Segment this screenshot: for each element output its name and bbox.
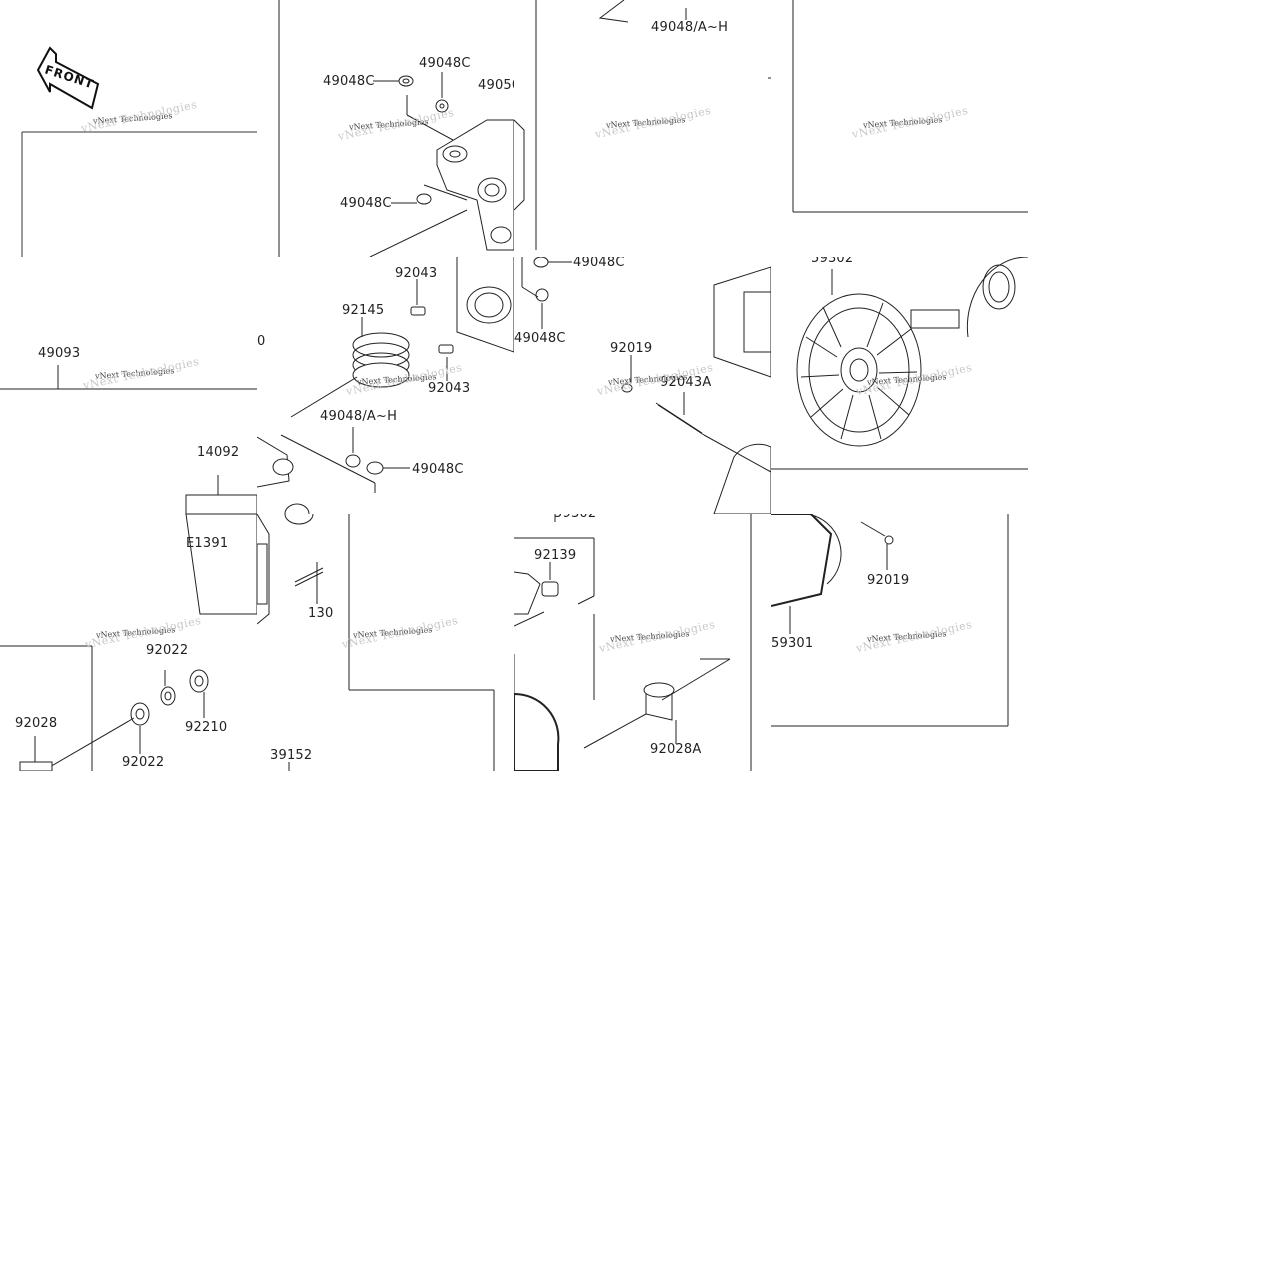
diagram-tile-r2c5: [1028, 257, 1285, 514]
part-label: 49048C: [514, 331, 566, 346]
tile-drawing: [257, 514, 495, 771]
part-label: 92210: [185, 720, 228, 735]
part-label: 92019: [867, 573, 910, 588]
part-label: 0: [257, 334, 266, 349]
part-label: 92028: [15, 716, 58, 731]
tile-drawing: [0, 365, 257, 514]
diagram-tile-r1c1: FRONT vNext Technologies vNext Technolog…: [0, 0, 257, 257]
bushing-icon: [643, 682, 675, 721]
part-label: E1391: [186, 536, 229, 551]
part-label: 59302: [811, 257, 854, 266]
spring-icon: [352, 332, 410, 388]
part-label: 49048C: [340, 196, 392, 211]
part-label: 39152: [270, 748, 313, 763]
part-label: 49048C: [573, 257, 625, 270]
part-label: 49048/A~H: [651, 20, 729, 35]
tile-drawing: [278, 0, 514, 257]
part-label: 59302: [554, 514, 596, 521]
part-label: 92043: [428, 381, 471, 396]
part-label: 49048C: [412, 462, 464, 477]
part-label: 49050: [478, 78, 514, 93]
diagram-tile-r1c5: [1028, 0, 1285, 257]
part-label: 92145: [342, 303, 385, 318]
part-label: 49048/A~H: [320, 409, 398, 424]
part-label: 59301: [771, 636, 814, 651]
diagram-tile-r1c3: 49048/A~H vNext Technologies vNext Techn…: [514, 0, 771, 257]
diagram-tile-r3c1: E1391 92022 92210 92028 92022 vNext Tech…: [0, 514, 257, 771]
diagram-tile-r1c4: vNext Technologies vNext Technologies: [771, 0, 1028, 257]
tile-drawing: [514, 0, 771, 250]
front-arrow-icon: [36, 46, 100, 110]
diagram-tile-r3c2: 130 39152 vNext Technologies vNext Techn…: [257, 514, 514, 771]
part-label: 92022: [146, 643, 189, 658]
part-label: 92043A: [660, 375, 712, 390]
part-label: 49048C: [419, 56, 471, 71]
part-label: 49048C: [323, 74, 375, 89]
part-label: 92022: [122, 755, 165, 770]
diagram-tile-r3c3: 59302 92139 92028A vNext Technologies vN…: [514, 514, 771, 771]
pulley-fan-icon: [796, 293, 922, 447]
part-label: 92019: [610, 341, 653, 356]
diagram-tile-r2c4: 59302 vNext Technologies vNext Technolog…: [771, 257, 1028, 514]
tile-drawing: [521, 257, 771, 514]
part-label: 130: [308, 606, 334, 621]
diagram-tile-r2c3: 49048C 49048C 92019 92043A vNext Technol…: [514, 257, 771, 514]
part-label: 92043: [395, 266, 438, 281]
part-label: 92028A: [650, 742, 702, 757]
tile-drawing: [0, 514, 257, 771]
diagram-tile-r2c1: 49093 14092 vNext Technologies vNext Tec…: [0, 257, 257, 514]
tile-drawing: [514, 514, 752, 771]
tile-drawing: [257, 257, 514, 514]
tile-drawing: [21, 46, 257, 257]
diagram-tile-r2c2: 92043 92145 92043 49048/A~H 49048C 0 vNe…: [257, 257, 514, 514]
tile-drawing: [792, 0, 1028, 213]
diagram-tile-r3c4: 92019 59301 vNext Technologies vNext Tec…: [771, 514, 1028, 771]
part-label: 49093: [38, 346, 81, 361]
part-label: 14092: [197, 445, 240, 460]
diagram-tile-r1c2: 49048C 49048C 49050 49048C vNext Technol…: [257, 0, 514, 257]
tile-drawing: [771, 514, 1009, 727]
diagram-tile-r3c5: [1028, 514, 1285, 771]
part-label: 92139: [534, 548, 577, 563]
tile-drawing: [771, 257, 1028, 470]
